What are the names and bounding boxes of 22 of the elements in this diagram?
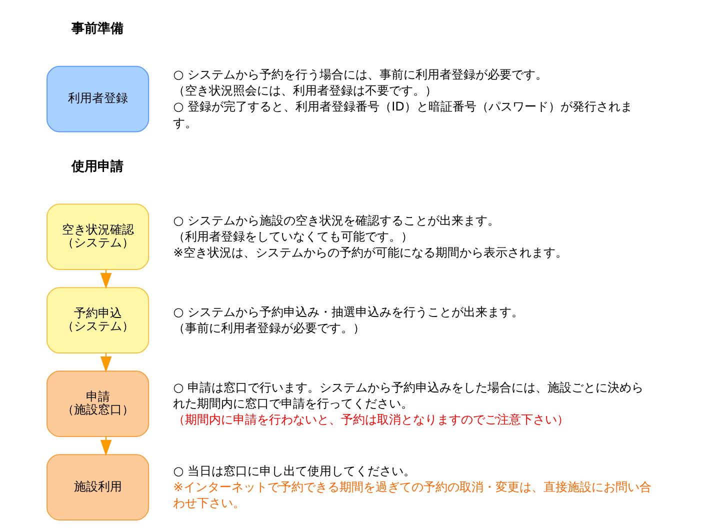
label: 事前準備 — [72, 22, 124, 37]
node-label: ○ 当日は窓口に申し出て使用してください。 — [173, 464, 416, 478]
node-box: 施設利用 — [46, 454, 150, 520]
arrow — [100, 270, 112, 290]
node-label: （利用者登録をしていなくても可能です。） — [173, 229, 414, 244]
node-label: ○ システムから予約申込み・抽選申込みを行うことが出来ます。 — [173, 304, 524, 319]
node-box: 利用者登録 — [46, 66, 150, 132]
node-label: ※インターネットで予約できる期間を過ぎての予約の取消・変更は、直接施設にお問い合わせ下さい。 — [173, 480, 652, 510]
node-label: ○ 申請は窓口で行います。システムから予約申込みをした場合には、施設ごとに決められた期間内に窓口で申請を行ってください。 — [173, 380, 644, 410]
arrow — [100, 436, 112, 456]
arrow — [100, 353, 112, 373]
node-label: （期間内に申請を行わないと、予約は取消となりますのでご注意下さい） — [173, 412, 570, 426]
node-label: ○ システムから予約を行う場合には、事前に利用者登録が必要です。 — [173, 68, 548, 82]
node-label: （事前に利用者登録が必要です。） — [173, 320, 366, 335]
node-box: 予約申込 （システム） — [46, 287, 150, 354]
node-box: 申請 （施設窓口） — [46, 370, 150, 437]
node-label: ※空き状況は、システムからの予約が可能になる期間から表示されます。 — [173, 246, 568, 260]
node-label: ○ 登録が完了すると、利用者登録番号（ID）と暗証番号（パスワード）が発行されます。 — [173, 100, 632, 130]
node-box: 空き状況確認 （システム） — [46, 204, 150, 270]
node-label: （空き状況照会には、利用者登録は不要です。） — [173, 84, 438, 98]
node-label: ○ システムから施設の空き状況を確認することが出来ます。 — [173, 213, 500, 228]
label: 使用申請 — [72, 159, 124, 174]
